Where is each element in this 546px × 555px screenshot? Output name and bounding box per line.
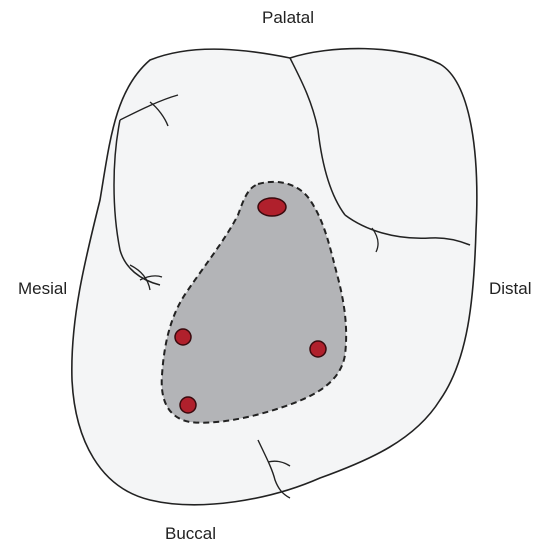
palatal-label: Palatal	[262, 8, 314, 28]
canal-orifice-distobuccal	[310, 341, 326, 357]
canal-orifice-mesiobuccal-2	[180, 397, 196, 413]
buccal-label: Buccal	[165, 524, 216, 544]
distal-label: Distal	[489, 279, 532, 299]
mesial-label: Mesial	[18, 279, 67, 299]
canal-orifice-mesiobuccal-1	[175, 329, 191, 345]
canal-orifice-palatal	[258, 198, 286, 216]
